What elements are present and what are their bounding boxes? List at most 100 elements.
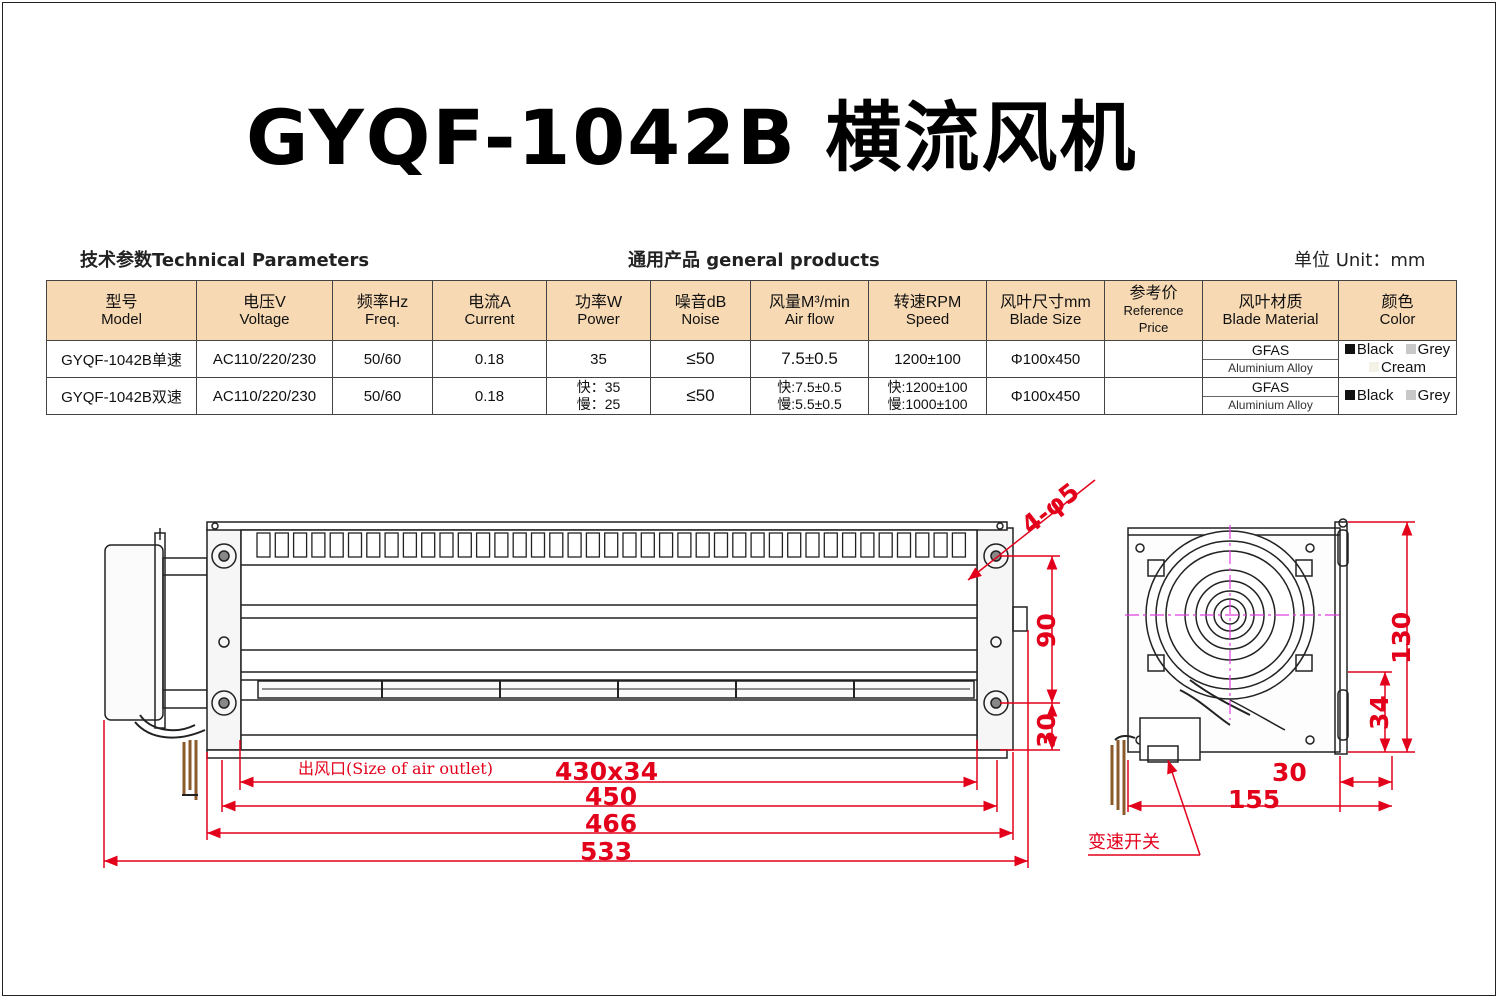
impeller-fin	[933, 532, 948, 558]
dimension-30-bottom: 30	[1272, 758, 1307, 787]
impeller-fin	[915, 532, 930, 558]
motor-body	[162, 557, 208, 709]
dimension-466: 466	[585, 809, 637, 838]
impeller-fin	[329, 532, 344, 558]
impeller-fin	[549, 532, 564, 558]
color-label: Grey	[1417, 387, 1451, 404]
impeller-fin	[878, 532, 893, 558]
dimension-533: 533	[580, 837, 632, 866]
right-end-plate	[976, 527, 1014, 751]
impeller-fin	[439, 532, 454, 558]
cell-power: 35	[546, 340, 651, 378]
impeller-fin	[347, 532, 363, 558]
cell-model: GYQF-1042B单速	[46, 340, 197, 378]
impeller-fin	[384, 532, 399, 558]
impeller-fin	[695, 532, 710, 558]
cell-color: Black Grey Cream	[1338, 340, 1457, 378]
hole-leader	[967, 479, 1096, 581]
wire-bundle	[182, 740, 198, 800]
impeller-fin	[494, 532, 509, 558]
impeller-fin	[530, 532, 546, 558]
side-wire-bundle	[1110, 740, 1126, 815]
swatch-grey	[1405, 390, 1416, 400]
front-dimensions	[103, 479, 1096, 868]
cell-blade-material: GFAS Aluminium Alloy	[1202, 377, 1339, 415]
cell-current: 0.18	[432, 340, 547, 378]
caption-unit: 单位 Unit：mm	[1294, 250, 1426, 271]
impeller-fin	[750, 532, 765, 558]
cell-freq: 50/60	[332, 377, 433, 415]
impeller-fin	[732, 532, 747, 558]
color-label: Grey	[1417, 341, 1451, 359]
cell-noise: ≤50	[650, 340, 751, 378]
left-end-plate	[206, 527, 242, 751]
side-dimensions	[1088, 521, 1415, 856]
fan-housing	[240, 529, 978, 751]
impeller-fin	[823, 532, 838, 558]
impeller-fin	[457, 532, 472, 558]
cell-color: Black Grey	[1338, 377, 1457, 415]
cell-blade-material: GFAS Aluminium Alloy	[1202, 340, 1339, 378]
impeller-fin	[311, 532, 326, 558]
caption-general-products: 通用产品 general products	[628, 250, 880, 271]
impeller-fin	[713, 532, 729, 558]
dimension-30-left: 30	[1032, 713, 1061, 748]
cell-voltage: AC110/220/230	[196, 340, 333, 378]
front-view	[104, 521, 1028, 800]
impeller-fin	[274, 532, 289, 558]
cell-blade-size: Φ100x450	[986, 377, 1105, 415]
table-row: GYQF-1042B双速 AC110/220/230 50/60 0.18 快：…	[46, 377, 1457, 415]
material-secondary: Aluminium Alloy	[1228, 361, 1313, 375]
impeller-fin	[658, 532, 674, 558]
centerlines	[1125, 525, 1340, 720]
dimension-130: 130	[1387, 612, 1416, 664]
speed-switch-label: 变速开关	[1088, 832, 1160, 853]
cell-model: GYQF-1042B双速	[46, 377, 197, 415]
cell-freq: 50/60	[332, 340, 433, 378]
impeller-fin	[256, 532, 271, 558]
speed-switch	[1139, 717, 1201, 761]
table-row: GYQF-1042B单速 AC110/220/230 50/60 0.18 35…	[46, 340, 1457, 378]
caption-technical-parameters: 技术参数Technical Parameters	[80, 250, 370, 271]
color-label: Black	[1356, 341, 1394, 359]
dimension-155: 155	[1228, 785, 1280, 814]
top-rail	[206, 521, 1008, 531]
impeller-fin	[640, 532, 655, 558]
impeller-fin	[402, 532, 418, 558]
impeller-fin	[366, 532, 381, 558]
page-title: GYQF-1042B 横流风机	[246, 93, 1138, 182]
switch-leader	[1167, 759, 1201, 856]
swatch-black	[1344, 390, 1355, 400]
impeller-fin	[421, 532, 436, 558]
impeller-fin	[896, 532, 912, 558]
impeller-fin	[768, 532, 784, 558]
impeller-fin	[787, 532, 802, 558]
impeller-fin	[475, 532, 491, 558]
impeller-fin	[860, 532, 875, 558]
dimension-90: 90	[1032, 613, 1061, 648]
impeller-fins	[256, 532, 967, 558]
impeller-fin	[841, 532, 857, 558]
material-primary: GFAS	[1203, 379, 1338, 397]
material-primary: GFAS	[1203, 342, 1338, 360]
cell-price	[1104, 377, 1203, 415]
dimension-34: 34	[1365, 695, 1394, 730]
cell-voltage: AC110/220/230	[196, 377, 333, 415]
material-secondary: Aluminium Alloy	[1228, 398, 1313, 412]
swatch-black	[1344, 344, 1355, 354]
hole-callout: 4-φ5	[1016, 477, 1085, 540]
outlet-label: 出风口(Size of air outlet)	[298, 759, 493, 778]
dimension-450: 450	[585, 782, 637, 811]
outlet-segments	[381, 681, 855, 698]
